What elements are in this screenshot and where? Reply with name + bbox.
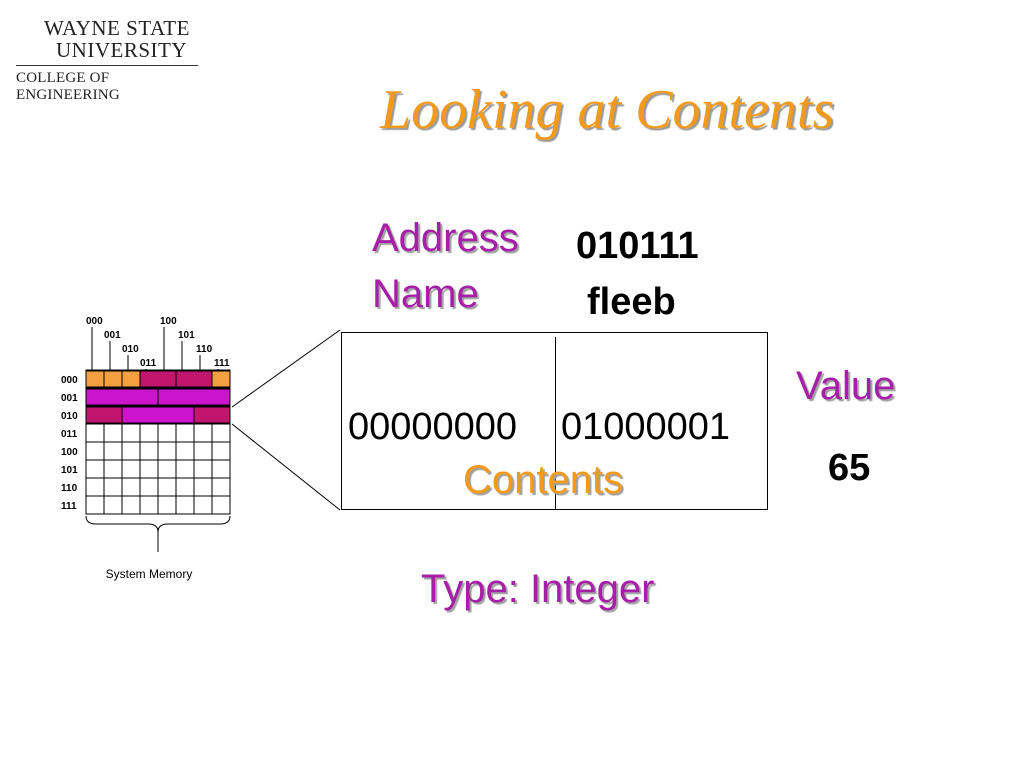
contents-high-byte: 00000000 [348, 406, 518, 448]
name-label: Name [372, 272, 479, 316]
memory-cell [139, 423, 159, 443]
memory-allocation-block [193, 406, 231, 424]
memory-cell [157, 495, 177, 515]
memory-column-label: 010 [122, 344, 139, 355]
memory-cell [157, 459, 177, 479]
memory-allocation-block [175, 370, 213, 388]
memory-cell [139, 495, 159, 515]
memory-cell [157, 477, 177, 497]
memory-cell [121, 423, 141, 443]
memory-column-label: 011 [140, 358, 157, 369]
memory-cell [193, 477, 213, 497]
memory-cell [103, 423, 123, 443]
memory-cell [211, 441, 231, 461]
logo-line-3: COLLEGE OF ENGINEERING [16, 70, 120, 103]
memory-column-label: 001 [104, 330, 121, 341]
memory-row-label: 100 [61, 447, 78, 458]
memory-cell [193, 441, 213, 461]
memory-allocation-block [85, 406, 123, 424]
memory-cell [85, 459, 105, 479]
memory-cell [175, 423, 195, 443]
memory-cell [85, 477, 105, 497]
memory-allocation-block [139, 370, 177, 388]
memory-cell [121, 477, 141, 497]
contents-box [341, 332, 768, 510]
memory-row-label: 000 [61, 375, 78, 386]
memory-row-label: 010 [61, 411, 78, 422]
memory-cell [139, 477, 159, 497]
memory-cell [139, 459, 159, 479]
slide-title: Looking at Contents [380, 79, 835, 141]
logo-divider [16, 65, 198, 66]
name-value: fleeb [587, 281, 676, 323]
memory-row-label: 101 [61, 465, 78, 476]
contents-label: Contents [463, 458, 624, 502]
memory-row-labels: 000 001 010 011 100 101 110 111 [61, 375, 78, 512]
memory-cell [121, 495, 141, 515]
memory-row-label: 111 [61, 501, 77, 512]
memory-allocation-block [85, 370, 105, 388]
memory-column-label: 101 [178, 330, 195, 341]
memory-cell [175, 459, 195, 479]
type-label: Type: Integer [421, 567, 655, 611]
memory-column-label: 111 [214, 358, 230, 369]
memory-cell [193, 423, 213, 443]
zoom-line-top [231, 329, 341, 408]
memory-cell [85, 423, 105, 443]
value-label: Value [796, 364, 896, 408]
memory-caption: System Memory [106, 567, 193, 581]
memory-cell [121, 441, 141, 461]
memory-allocation-block [85, 388, 159, 406]
zoom-line-bottom [231, 423, 341, 511]
memory-allocations [85, 370, 231, 424]
memory-cell [211, 423, 231, 443]
byte-divider [555, 337, 556, 509]
memory-allocation-block [121, 406, 195, 424]
memory-cell [121, 459, 141, 479]
memory-cell [175, 441, 195, 461]
memory-cell [211, 459, 231, 479]
wayne-state-logo: WAYNE STATE UNIVERSITY COLLEGE OF ENGINE… [14, 14, 204, 103]
memory-cell [103, 459, 123, 479]
memory-row-label: 001 [61, 393, 78, 404]
memory-cell [157, 423, 177, 443]
memory-cell [193, 459, 213, 479]
memory-cell [103, 477, 123, 497]
memory-cell [139, 441, 159, 461]
memory-allocation-block [157, 388, 231, 406]
memory-column-label: 110 [196, 344, 213, 355]
memory-cell [175, 477, 195, 497]
value-number: 65 [828, 447, 871, 489]
address-label: Address [372, 216, 519, 260]
memory-cell [157, 441, 177, 461]
logo-line-2: UNIVERSITY [56, 38, 187, 62]
logo-line-1: WAYNE STATE [44, 16, 190, 40]
memory-allocation-block [121, 370, 141, 388]
memory-row-label: 011 [61, 429, 78, 440]
memory-cell [175, 495, 195, 515]
memory-cell [85, 495, 105, 515]
contents-low-byte: 01000001 [561, 406, 731, 448]
memory-row-label: 110 [61, 483, 78, 494]
memory-column-label: 100 [160, 316, 177, 327]
memory-cell [193, 495, 213, 515]
memory-allocation-block [103, 370, 123, 388]
memory-column-label: 000 [86, 316, 103, 327]
address-value: 010111 [576, 225, 699, 267]
memory-cell [211, 477, 231, 497]
memory-cell [85, 441, 105, 461]
memory-allocation-block [211, 370, 231, 388]
memory-brace [85, 515, 231, 533]
memory-cell [103, 441, 123, 461]
memory-cell [211, 495, 231, 515]
memory-cell [103, 495, 123, 515]
